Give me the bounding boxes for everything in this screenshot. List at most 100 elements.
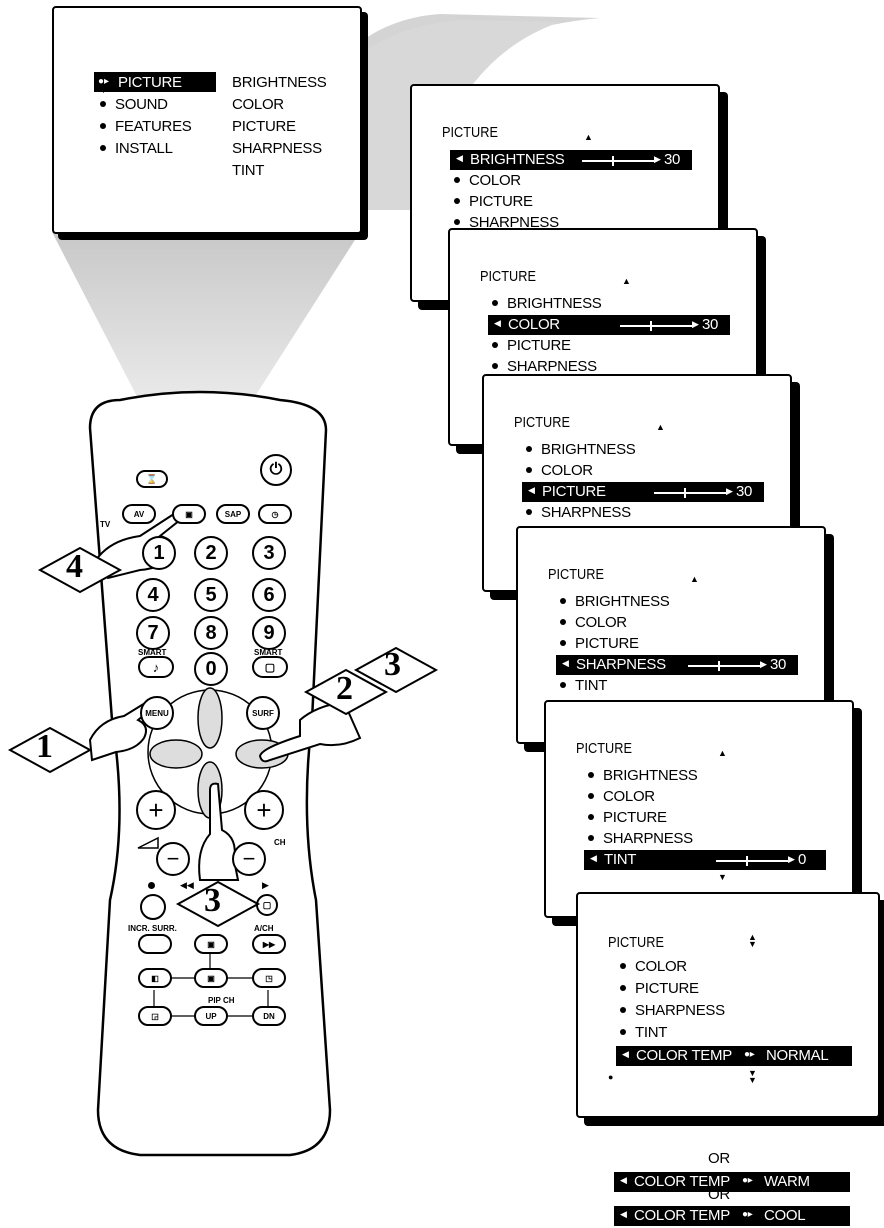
screen-title: PICTURE [608, 934, 664, 951]
menu-item-color[interactable]: COLOR [620, 958, 687, 975]
menu-item-color-temp-selected[interactable]: ◀ COLOR TEMP ●▸ NORMAL [616, 1046, 852, 1066]
menu-item-sharpness[interactable]: SHARPNESS [620, 1002, 725, 1019]
slider-thumb [718, 661, 720, 671]
menu-item[interactable]: SHARPNESS [526, 504, 631, 521]
screen-title: PICTURE [548, 566, 604, 583]
smart-sound-button[interactable]: ♪ [138, 656, 174, 678]
menu-item[interactable]: COLOR [588, 788, 655, 805]
pip-button[interactable]: ▣ [194, 934, 228, 954]
fast-forward-button[interactable]: ▶▶ [252, 934, 286, 954]
number-0-button[interactable]: 0 [194, 652, 228, 686]
slider-track [688, 665, 760, 667]
tv-label: TV [100, 520, 111, 529]
menu-item-picture[interactable]: PICTURE [620, 980, 699, 997]
menu-item[interactable]: SHARPNESS [492, 358, 597, 375]
ach-label: A/CH [254, 924, 274, 933]
number-6-button[interactable]: 6 [252, 578, 286, 612]
number-8-button[interactable]: 8 [194, 616, 228, 650]
bullet-icon [492, 300, 498, 307]
menu-item-selected[interactable]: ◀BRIGHTNESS▶30 [450, 150, 692, 170]
menu-item[interactable]: SHARPNESS [454, 214, 559, 231]
main-menu-item-picture[interactable]: PICTURE [118, 74, 182, 91]
pip-position-button[interactable]: ◳ [252, 968, 286, 988]
sleep-button[interactable]: ⌛ [136, 470, 168, 488]
left-arrow-icon: ◀ [620, 1175, 627, 1185]
bullet-icon [560, 682, 566, 689]
channel-up-button[interactable]: + [244, 790, 284, 830]
number-7-button[interactable]: 7 [136, 616, 170, 650]
menu-item[interactable]: COLOR [526, 462, 593, 479]
bullet-icon [560, 619, 566, 626]
menu-button[interactable]: MENU [140, 696, 174, 730]
main-menu-item-install[interactable]: INSTALL [100, 140, 173, 157]
right-arrow-icon: ▶ [788, 854, 795, 864]
main-menu-item-features[interactable]: FEATURES [100, 118, 192, 135]
slider-track [716, 860, 788, 862]
menu-item[interactable]: COLOR [454, 172, 521, 189]
screen-title: PICTURE [576, 740, 632, 757]
main-menu-item-sound[interactable]: SOUND [100, 96, 168, 113]
or-label-1: OR [708, 1150, 730, 1167]
bullet-icon [620, 963, 626, 970]
smart-picture-button[interactable]: ▢ [252, 656, 288, 678]
number-9-button[interactable]: 9 [252, 616, 286, 650]
slider-value: 30 [664, 151, 681, 168]
bullet-icon [588, 814, 594, 821]
menu-item[interactable]: PICTURE [454, 193, 533, 210]
pip-ch-up-button[interactable]: UP [194, 1006, 228, 1026]
right-arrow-icon: ▶ [760, 659, 767, 669]
main-menu-selected-bar [94, 72, 216, 92]
menu-item[interactable]: COLOR [560, 614, 627, 631]
number-1-button[interactable]: 1 [142, 536, 176, 570]
scroll-down-icon: ▼ [718, 872, 727, 882]
nav-up-button[interactable] [197, 687, 223, 749]
pip-size-button[interactable]: ◧ [138, 968, 172, 988]
bullet-icon [526, 467, 532, 474]
menu-item[interactable]: BRIGHTNESS [492, 295, 602, 312]
sap-button[interactable]: SAP [216, 504, 250, 524]
screen-title: PICTURE [442, 124, 498, 141]
bullet-icon [620, 1007, 626, 1014]
av-button[interactable]: AV [122, 504, 156, 524]
menu-item[interactable]: BRIGHTNESS [560, 593, 670, 610]
nav-left-button[interactable] [149, 739, 203, 769]
menu-item-selected[interactable]: ◀COLOR▶30 [488, 315, 730, 335]
power-button[interactable]: ⏻ [260, 454, 292, 486]
cc-button[interactable]: ▣ [172, 504, 206, 524]
step-3-label-top: 3 [384, 646, 401, 683]
right-arrow-icon: ▶ [654, 154, 661, 164]
surf-button[interactable]: SURF [246, 696, 280, 730]
menu-item[interactable]: PICTURE [588, 809, 667, 826]
number-2-button[interactable]: 2 [194, 536, 228, 570]
channel-down-button[interactable]: − [232, 842, 266, 876]
or-label-2: OR [708, 1186, 730, 1203]
number-4-button[interactable]: 4 [136, 578, 170, 612]
menu-item[interactable]: PICTURE [492, 337, 571, 354]
volume-up-button[interactable]: + [136, 790, 176, 830]
menu-item[interactable]: BRIGHTNESS [588, 767, 698, 784]
menu-item-selected[interactable]: ◀PICTURE▶30 [522, 482, 764, 502]
number-5-button[interactable]: 5 [194, 578, 228, 612]
pointer-icon: ●▸ [744, 1049, 755, 1060]
record-button[interactable] [140, 894, 166, 920]
volume-down-button[interactable]: − [156, 842, 190, 876]
menu-item-selected[interactable]: ◀TINT▶0 [584, 850, 826, 870]
clock-button[interactable]: ◷ [258, 504, 292, 524]
number-3-button[interactable]: 3 [252, 536, 286, 570]
slider-value: 0 [798, 851, 807, 868]
menu-item-selected[interactable]: ◀SHARPNESS▶30 [556, 655, 798, 675]
incr-surr-button[interactable] [138, 934, 172, 954]
pip-ch-down-button[interactable]: DN [252, 1006, 286, 1026]
color-temp-warm-option: ◀ COLOR TEMP ●▸ WARM [614, 1172, 850, 1192]
menu-item-tint[interactable]: TINT [620, 1024, 667, 1041]
menu-item[interactable]: SHARPNESS [588, 830, 693, 847]
pip-swap-button[interactable]: ▣ [194, 968, 228, 988]
bullet-icon [100, 145, 106, 152]
menu-item[interactable]: TINT [560, 677, 607, 694]
menu-item[interactable]: BRIGHTNESS [526, 441, 636, 458]
menu-item[interactable]: PICTURE [560, 635, 639, 652]
left-arrow-icon: ◀ [622, 1049, 629, 1059]
left-arrow-icon: ◀ [494, 318, 501, 328]
submenu-item-tint: TINT [232, 162, 265, 179]
pip-freeze-button[interactable]: ◲ [138, 1006, 172, 1026]
